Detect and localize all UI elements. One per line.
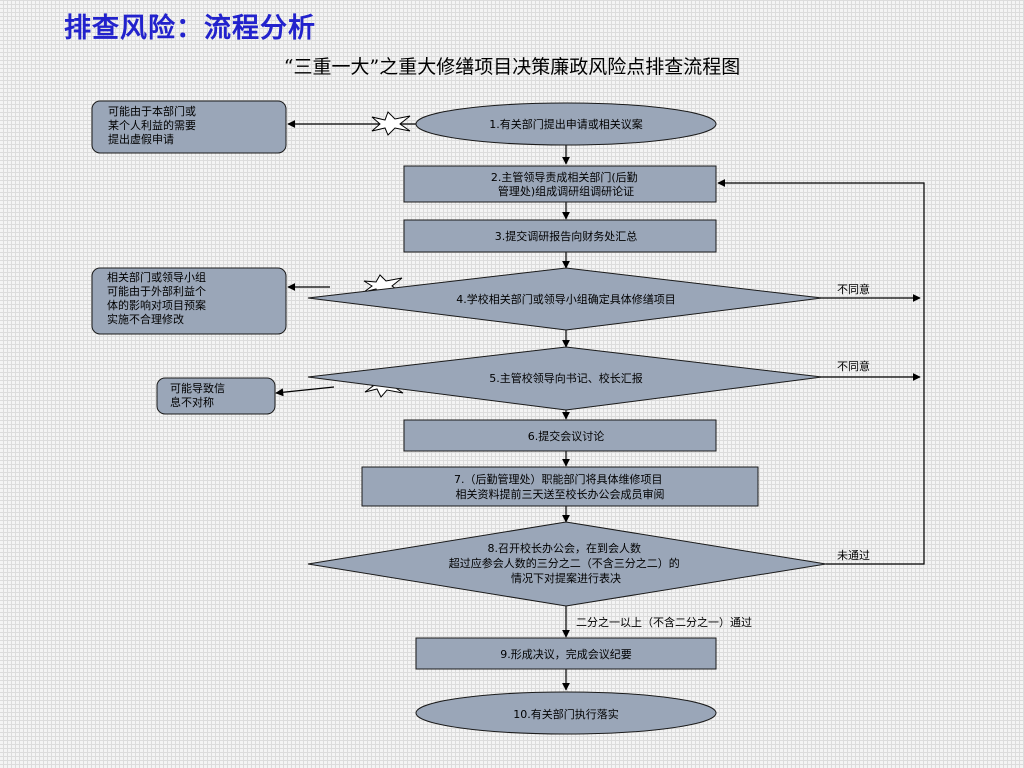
step-shapes xyxy=(307,102,827,735)
passed-label: 二分之一以上（不含二分之一）通过 xyxy=(576,615,752,629)
step-8-shape xyxy=(307,521,827,607)
connectors xyxy=(275,120,925,691)
step-10-shape xyxy=(415,691,717,735)
step-2-text: 2.主管领导责成相关部门(后勤 管理处)组成调研组调研论证 xyxy=(491,170,641,198)
step-3-shape xyxy=(403,219,717,253)
disagree-label-5: 不同意 xyxy=(837,359,870,373)
step-2-shape xyxy=(403,165,717,203)
risk-2-box xyxy=(91,267,287,335)
step-8-text: 8.召开校长办公会，在到会人数 超过应参会人数的三分之二（不含三分之二）的 情况… xyxy=(449,541,684,585)
risk-2-text: 相关部门或领导小组 可能由于外部利益个 体的影响对项目预案 实施不合理修改 xyxy=(107,270,210,326)
risk-1-text: 可能由于本部门或 某个人利益的需要 提出虚假申请 xyxy=(108,104,200,146)
step-6-shape xyxy=(403,419,717,452)
step-3-text: 3.提交调研报告向财务处汇总 xyxy=(495,229,638,243)
step-1-shape xyxy=(415,102,717,146)
step-10-text: 10.有关部门执行落实 xyxy=(513,707,619,721)
step-5-shape xyxy=(307,346,823,411)
step-4-text: 4.学校相关部门或领导小组确定具体修缮项目 xyxy=(456,292,676,306)
page-title: 排查风险：流程分析 xyxy=(64,13,316,44)
not-passed-label: 未通过 xyxy=(837,549,870,562)
risk-boxes xyxy=(91,100,287,415)
step-7-shape xyxy=(361,466,759,507)
risk-star-icon xyxy=(371,111,411,136)
step-9-shape xyxy=(415,637,717,670)
edge-risk-3 xyxy=(275,386,335,397)
risk-markers xyxy=(363,111,411,398)
step-4-shape xyxy=(307,267,823,331)
risk-3-text: 可能导致信 息不对称 xyxy=(170,381,229,409)
risk-1-box xyxy=(91,100,287,154)
step-6-text: 6.提交会议讨论 xyxy=(528,429,605,443)
edge-8-loop-back xyxy=(717,179,925,565)
risk-3-box xyxy=(156,377,276,415)
step-5-text: 5.主管校领导向书记、校长汇报 xyxy=(489,371,643,385)
risk-texts: 可能由于本部门或 某个人利益的需要 提出虚假申请 相关部门或领导小组 可能由于外… xyxy=(107,104,229,409)
step-1-text: 1.有关部门提出申请或相关议案 xyxy=(489,117,643,131)
disagree-label-4: 不同意 xyxy=(837,282,870,296)
step-7-text: 7.（后勤管理处）职能部门将具体维修项目 相关资料提前三天送至校长办公会成员审阅 xyxy=(454,472,666,501)
flowchart-title: “三重一大”之重大修缮项目决策廉政风险点排查流程图 xyxy=(283,56,741,78)
step-texts: 1.有关部门提出申请或相关议案 2.主管领导责成相关部门(后勤 管理处)组成调研… xyxy=(449,117,684,721)
step-9-text: 9.形成决议，完成会议纪要 xyxy=(500,647,632,661)
edge-labels: 不同意 不同意 未通过 二分之一以上（不含二分之一）通过 xyxy=(576,282,870,629)
